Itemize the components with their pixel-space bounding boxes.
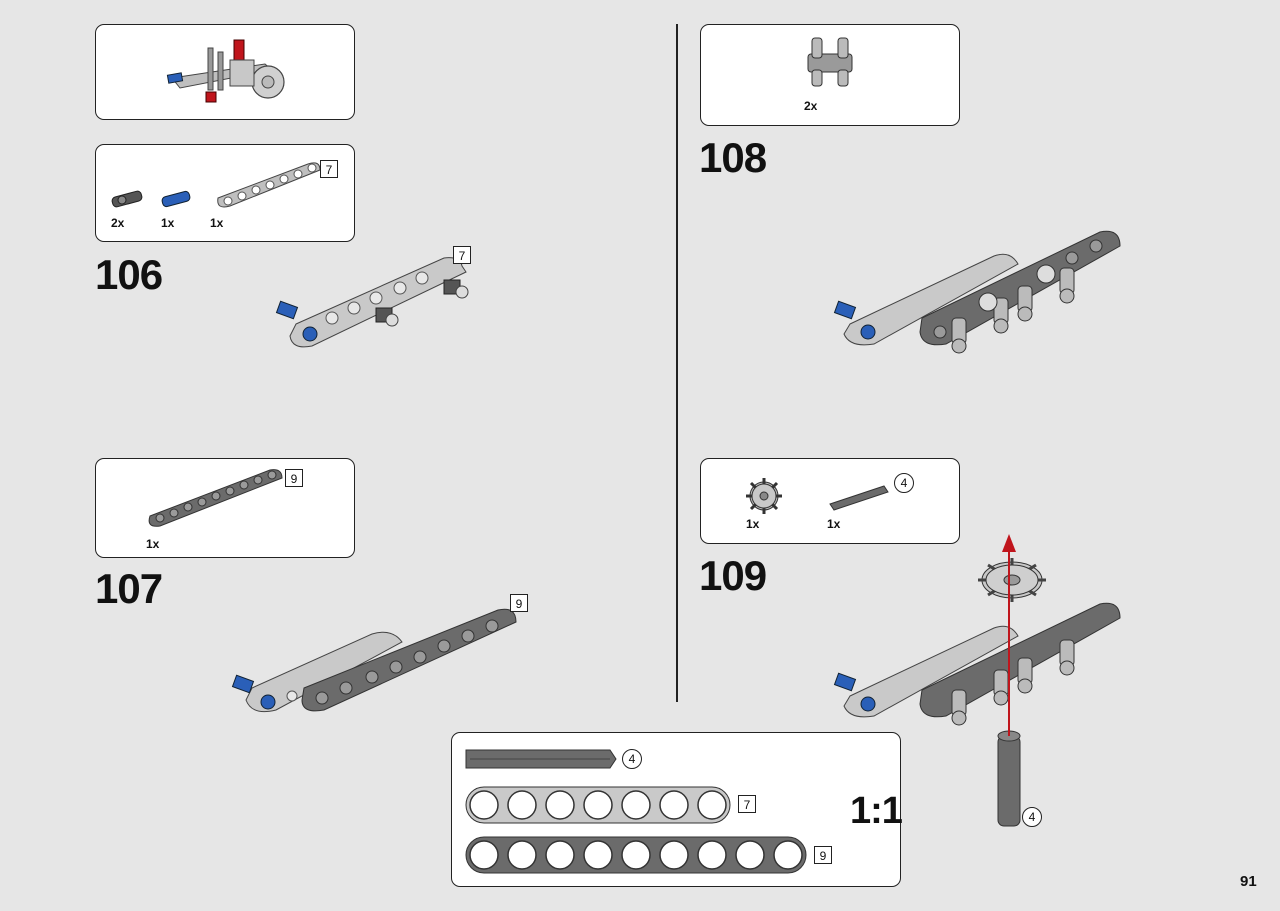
step-number: 107 <box>95 565 163 612</box>
axle-size-label: 4 <box>1022 807 1042 827</box>
beam-9-dark-icon <box>148 469 283 527</box>
part-qty: 2x <box>111 216 125 230</box>
column-divider <box>676 24 678 702</box>
part-qty: 2x <box>804 99 818 113</box>
scale-ratio: 1:1 <box>850 790 903 832</box>
parts-list-107 <box>95 458 355 558</box>
part-qty: 1x <box>746 517 760 531</box>
beam-7-icon <box>217 162 321 208</box>
step-109-model <box>833 534 1121 827</box>
step-106-model <box>275 257 469 348</box>
part-qty: 1x <box>827 517 841 531</box>
gear-part <box>978 558 1046 602</box>
beam-size-label: 7 <box>453 246 471 264</box>
part-qty: 1x <box>161 216 175 230</box>
axle-size-label: 4 <box>894 473 914 493</box>
step-107-model <box>231 608 517 713</box>
ruler-beam9-label: 9 <box>814 846 832 864</box>
part-size-label: 7 <box>320 160 338 178</box>
double-pin-connector-icon <box>807 37 853 87</box>
axle-pin-blue-icon <box>161 190 191 208</box>
parts-list-109 <box>700 458 960 544</box>
parts-list-108 <box>700 24 960 126</box>
axle-icon <box>829 485 889 511</box>
beam-size-label: 9 <box>510 594 528 612</box>
part-qty: 1x <box>210 216 224 230</box>
step-number: 108 <box>699 134 767 181</box>
axle-ruler-icon <box>465 749 617 769</box>
part-qty: 1x <box>146 537 160 551</box>
connector-pin-icon <box>111 190 143 208</box>
ruler-beam7-label: 7 <box>738 795 756 813</box>
ruler-axle-label: 4 <box>622 749 642 769</box>
step-108-model <box>833 230 1121 354</box>
part-size-label: 9 <box>285 469 303 487</box>
step-number: 106 <box>95 251 163 298</box>
beam-7-ruler-icon <box>465 786 731 824</box>
page-number: 91 <box>1240 873 1257 890</box>
subassembly-illustration <box>166 39 285 103</box>
gear-icon <box>746 478 782 514</box>
step-number: 109 <box>699 552 767 599</box>
beam-9-ruler-icon <box>465 836 807 874</box>
